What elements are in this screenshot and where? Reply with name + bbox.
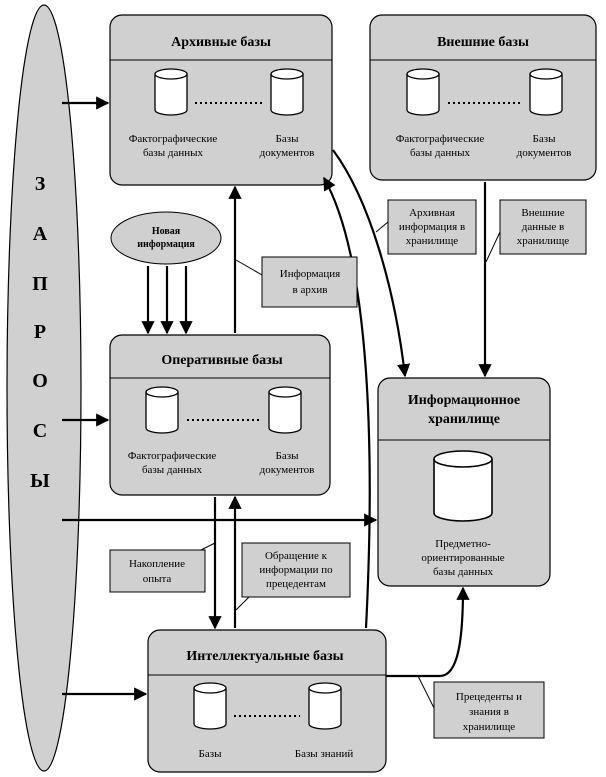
intellectual-db2-label: Базы знаний [295,748,354,760]
requests-ellipse: З А П Р О С Ы [6,4,82,772]
note-text: хранилище [463,721,516,733]
note-precedents-knowledge: Прецеденты и знания в хранилище [417,675,545,739]
intellectual-db1-label: Базы [199,748,223,760]
requests-letter: А [33,223,48,245]
requests-letter: С [33,420,47,442]
database-icon [433,450,493,522]
note-text: Архивная [409,207,455,219]
database-icon [145,386,179,434]
note-text: опыта [143,573,172,585]
note-experience: Накопление опыта [109,542,216,593]
note-text: Прецеденты и [456,691,522,703]
external-db2-label: документов [517,147,572,159]
note-text: знания в [469,706,509,718]
intellectual-title: Интеллектуальные базы [186,649,343,664]
archive-bases-box: Архивные базы Фактографические базы данн… [109,14,333,186]
new-info-label: Новая [152,226,181,237]
operative-db2-label: документов [260,464,315,476]
requests-letter: Р [34,321,46,343]
operative-db2-label: Базы [276,450,300,462]
external-bases-box: Внешние базы Фактографические базы данны… [369,14,597,181]
archive-db1-label: Фактографические [129,133,218,145]
note-text: Обращение к [265,550,328,562]
database-icon [270,68,304,116]
warehouse-db-label: Предметно- [435,538,491,550]
new-info-label: информация [137,239,195,250]
external-db1-label: базы данных [410,147,471,159]
note-text: информация в [399,221,465,233]
database-icon [268,386,302,434]
operative-title: Оперативные базы [161,353,282,368]
database-icon [529,68,563,116]
external-db1-label: Фактографические [396,133,485,145]
note-precedents-access: Обращение к информации по прецедентам [235,542,351,611]
arrow-intellectual-archive [323,176,371,629]
note-text: Накопление [129,558,185,570]
archive-db1-label: базы данных [143,147,204,159]
warehouse-box: Информационное хранилище Предметно- орие… [377,377,551,587]
note-external-in-warehouse: Внешние данные в хранилище [485,199,587,263]
requests-letter: П [32,273,48,295]
operative-db1-label: Фактографические [128,450,217,462]
requests-letter: З [35,173,46,195]
note-archive-in-warehouse: Архивная информация в хранилище [375,199,477,255]
database-icon [308,682,342,730]
note-text: хранилище [406,235,459,247]
archive-db2-label: Базы [276,133,300,145]
warehouse-title: хранилище [428,412,500,427]
warehouse-db-label: ориентированные [421,552,504,564]
flow-arrows [62,96,492,701]
new-info-ellipse: Новая информация [110,211,222,265]
note-text: информации по [259,564,333,576]
operative-db1-label: базы данных [142,464,203,476]
note-text: хранилище [517,235,570,247]
archive-title: Архивные базы [171,35,271,50]
note-text: Информация [280,268,340,280]
database-icon [406,68,440,116]
requests-letter: Ы [30,470,50,492]
note-text: данные в [522,221,564,233]
external-title: Внешние базы [437,35,529,50]
external-db2-label: Базы [533,133,557,145]
note-text: Внешние [521,207,564,219]
intellectual-bases-box: Интеллектуальные базы Базы Базы знаний [147,629,387,773]
operative-bases-box: Оперативные базы Фактографические базы д… [109,334,331,496]
note-info-to-archive: Информация в архив [235,256,358,308]
note-text: прецедентам [266,578,326,590]
database-icon [193,682,227,730]
warehouse-title: Информационное [408,393,520,408]
requests-letter: О [32,370,48,392]
arrow-intellectual-warehouse [386,586,470,678]
database-icon [154,68,188,116]
warehouse-db-label: базы данных [433,566,494,578]
note-text: в архив [293,284,328,296]
arrow-archive-warehouse [332,149,411,378]
archive-db2-label: документов [260,147,315,159]
